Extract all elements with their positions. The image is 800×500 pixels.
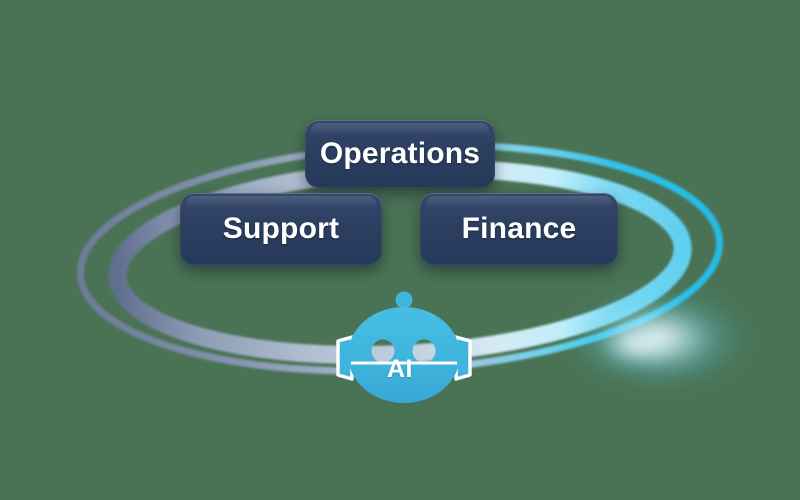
node-finance[interactable]: Finance bbox=[420, 193, 618, 265]
node-finance-label: Finance bbox=[461, 212, 577, 245]
node-support[interactable]: Support bbox=[180, 193, 382, 265]
node-support-label: Support bbox=[222, 212, 340, 245]
node-operations-label: Operations bbox=[319, 137, 481, 170]
node-operations[interactable]: Operations bbox=[305, 120, 495, 188]
orbit-glow-highlight bbox=[566, 286, 750, 390]
robot-head bbox=[348, 307, 460, 403]
